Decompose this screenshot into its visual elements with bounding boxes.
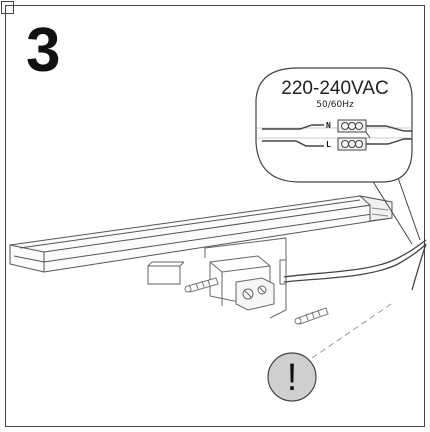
- voltage-label: 220-240VAC: [281, 78, 389, 99]
- power-cable-outer: [283, 243, 427, 283]
- neutral-wire-label: N: [326, 121, 331, 130]
- terminal-block-icon: [262, 119, 412, 151]
- light-bar: [9, 195, 393, 273]
- screw-right: [294, 307, 329, 325]
- corner-mark: [1, 1, 14, 14]
- live-wire-label: L: [326, 140, 331, 149]
- step-number: 3: [26, 16, 61, 85]
- screw-left: [184, 277, 219, 293]
- power-cable-drop: [411, 243, 427, 291]
- warning-leader: [311, 301, 395, 359]
- power-cable-inner: [283, 239, 427, 278]
- warning-symbol: !: [287, 357, 298, 399]
- warning-exclamation-icon: [267, 352, 317, 402]
- panel-border: [5, 5, 425, 427]
- frequency-label: 50/60Hz: [316, 100, 354, 110]
- wiring-callout: [255, 67, 413, 183]
- callout-leader-right: [395, 171, 421, 241]
- callout-leader-left: [371, 179, 413, 245]
- mounting-bracket: [147, 237, 287, 319]
